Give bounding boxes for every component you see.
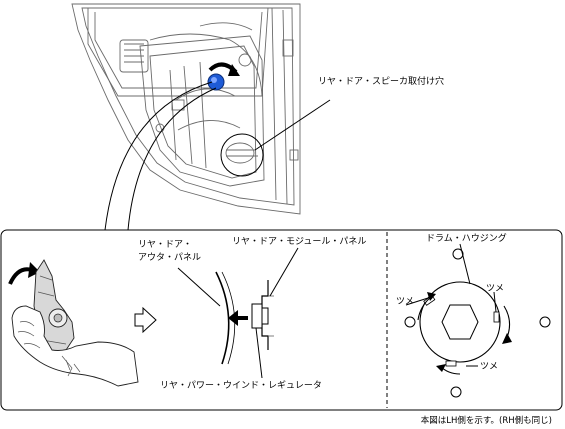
rear-door-illustration [71,3,301,215]
drum-housing-leader [459,243,471,285]
speaker-hole-outer [220,133,264,177]
speaker-hole-leader [254,99,331,151]
drum-housing-illustration [404,248,551,398]
callout-line-right [127,87,217,231]
drum-housing-label: ドラム・ハウジング [426,232,507,244]
regulator-label: リヤ・パワー・ウインド・レギュレータ [160,380,322,391]
cross-section-illustration [215,271,274,365]
turn-arrow-icon [28,262,40,278]
tab-left-label: ツメ [396,297,414,307]
push-arrow-icon [228,310,248,326]
tab-bottom-label: ツメ [480,362,498,372]
tab-right-leader [493,291,497,313]
module-panel-label: リヤ・ドア・モジュール・パネル [232,236,366,247]
outer-panel-leader [177,267,221,307]
tab-right-label: ツメ [486,284,504,294]
speaker-hole-label: リヤ・ドア・スピーカ取付け穴 [318,75,444,87]
module-panel-leader [269,247,299,297]
callout-line-left [104,81,213,231]
detail-box [0,229,563,411]
outer-panel-label-line1: リヤ・ドア・ [138,240,192,250]
regulator-leader [255,327,263,379]
hand-turning-gear-illustration [8,259,139,387]
tab-left-leader [405,297,429,306]
hollow-arrow-icon [134,306,157,334]
footnote: 本図はLH側を示す。(RH側も同じ) [421,415,552,426]
outer-panel-label-line2: アウタ・パネル [138,252,201,263]
hex-center [441,304,479,340]
rotation-arrow-icon [228,64,240,76]
